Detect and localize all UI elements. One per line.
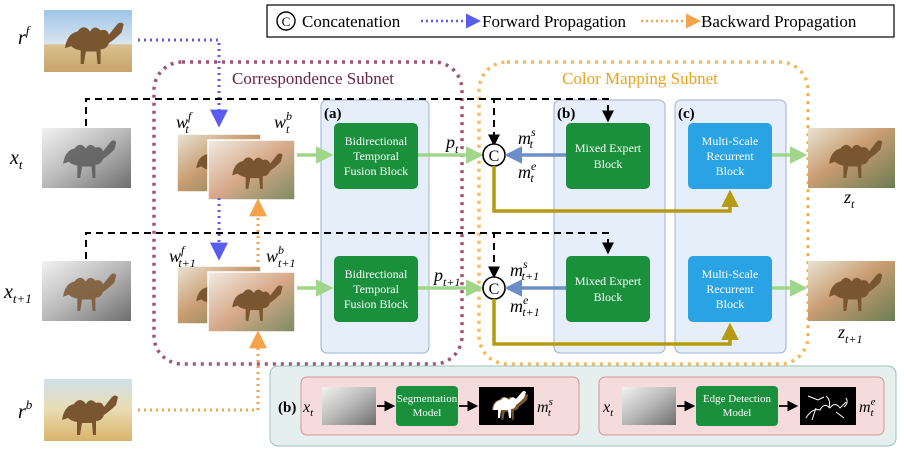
concat-node-bottom-symbol: C xyxy=(489,281,500,298)
label-r-f: rf xyxy=(18,23,32,49)
legend-concat-label: Concatenation xyxy=(302,12,401,31)
correspondence-subnet-label: Correspondence Subnet xyxy=(232,69,394,88)
fusion-block-top-line3: Fusion Block xyxy=(344,164,408,178)
fusion-block-bottom-line2: Temporal xyxy=(353,282,399,296)
fusion-block-bottom-line3: Fusion Block xyxy=(344,297,408,311)
segmentation-line1: Segmentation xyxy=(397,393,458,405)
reference-image-forward xyxy=(44,10,132,72)
olive-arrow-bottom xyxy=(492,299,739,346)
edge-line2: Model xyxy=(723,407,752,419)
edge-line1: Edge Detection xyxy=(703,393,772,405)
backward-propagation-arrow-1 xyxy=(138,330,267,412)
recurrent-bottom-line2: Recurrent xyxy=(706,282,754,296)
label-r-b: rb xyxy=(18,397,33,423)
recurrent-block-bottom xyxy=(688,256,772,322)
label-z-t1: zt+1 xyxy=(837,322,862,346)
concat-node-top-symbol: C xyxy=(489,148,500,165)
segmentation-line2: Model xyxy=(413,407,442,419)
label-x-t: xt xyxy=(9,147,23,172)
recurrent-top-line2: Recurrent xyxy=(706,149,754,163)
legend-box xyxy=(266,4,895,38)
label-p-t1: pt+1 xyxy=(432,265,460,289)
edge-map-image xyxy=(800,387,856,425)
fusion-block-top xyxy=(334,123,418,189)
edge-input-image xyxy=(622,387,676,425)
label-x-t-seg: xt xyxy=(302,399,314,419)
edge-detection-model-block xyxy=(696,386,778,426)
output-frame-t1 xyxy=(808,261,895,321)
mixed-expert-top-line1: Mixed Expert xyxy=(575,141,642,155)
concat-legend-icon xyxy=(276,11,296,31)
concat-legend-symbol: C xyxy=(282,14,291,29)
color-mapping-subnet-frame xyxy=(477,60,810,366)
warped-backward-t1 xyxy=(207,271,296,333)
skip-connection-top xyxy=(85,98,500,147)
mixed-expert-bottom-line1: Mixed Expert xyxy=(575,274,642,288)
olive-arrow-top xyxy=(492,166,739,213)
label-z-t: zt xyxy=(843,187,855,211)
bottom-panel-label: (b) xyxy=(278,400,296,416)
mixed-expert-top-line2: Block xyxy=(594,157,623,171)
panel-c-label: (c) xyxy=(678,106,695,122)
label-x-t1: xt+1 xyxy=(3,281,32,306)
mixed-expert-block-top xyxy=(566,123,650,189)
mixed-expert-bottom-line2: Block xyxy=(594,290,623,304)
fusion-block-bottom-line1: Bidirectional xyxy=(345,267,408,281)
legend-forward-label: Forward Propagation xyxy=(482,12,627,31)
input-frame-t xyxy=(42,128,131,188)
fusion-block-top-line1: Bidirectional xyxy=(345,134,408,148)
recurrent-block-top xyxy=(688,123,772,189)
reference-image-backward xyxy=(44,379,132,441)
panel-b-label: (b) xyxy=(557,106,575,122)
recurrent-bottom-line1: Multi-Scale xyxy=(702,267,759,281)
color-mapping-subnet-label: Color Mapping Subnet xyxy=(562,69,718,88)
fusion-block-top-line2: Temporal xyxy=(353,149,399,163)
panel-a-label: (a) xyxy=(324,106,342,122)
segmentation-model-block xyxy=(396,386,458,426)
output-frame-t xyxy=(808,128,895,188)
legend-backward-label: Backward Propagation xyxy=(701,12,857,31)
seg-mask-image xyxy=(479,387,534,425)
warped-backward-t xyxy=(207,139,296,201)
correspondence-subnet-frame xyxy=(152,60,464,366)
recurrent-bottom-line3: Block xyxy=(716,297,745,311)
skip-connection-bottom xyxy=(85,232,500,279)
skip-connection-top-expert xyxy=(494,98,614,123)
label-x-t-edge: xt xyxy=(602,399,614,419)
label-p-t: pt xyxy=(444,132,459,156)
input-frame-t1 xyxy=(42,261,131,321)
recurrent-top-line3: Block xyxy=(716,164,745,178)
skip-connection-bottom-expert xyxy=(494,232,614,255)
mixed-expert-block-bottom xyxy=(566,256,650,322)
seg-input-image xyxy=(322,387,376,425)
recurrent-top-line1: Multi-Scale xyxy=(702,134,759,148)
fusion-block-bottom xyxy=(334,256,418,322)
